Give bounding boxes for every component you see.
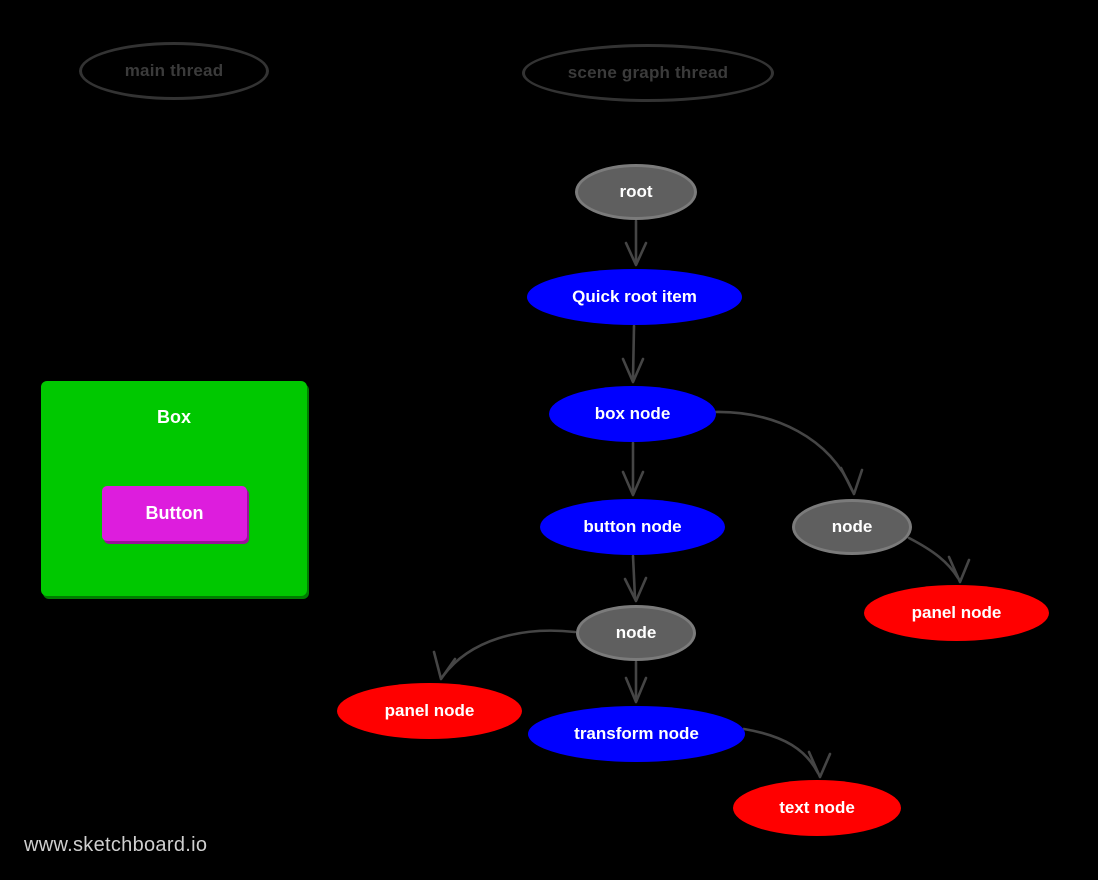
node-panel-node-left-label: panel node: [384, 700, 475, 720]
widget-box-label: Box: [156, 407, 191, 427]
node-root[interactable]: root: [575, 164, 697, 220]
node-box-node[interactable]: box node: [549, 386, 716, 442]
widget-button-label: Button: [145, 503, 204, 523]
node-panel-node-right-label: panel node: [911, 602, 1002, 622]
edge-root-to-quick-root-item: [624, 219, 648, 267]
lane-scene-graph-thread: scene graph thread: [522, 44, 774, 102]
node-root-label: root: [619, 181, 653, 201]
node-quick-root-item-label: Quick root item: [572, 286, 697, 306]
lane-main-thread: main thread: [79, 42, 269, 100]
node-panel-node-right[interactable]: panel node: [864, 585, 1049, 641]
edge-node-middle-to-transform-node: [624, 660, 648, 704]
node-box-node-label: box node: [594, 403, 671, 423]
edge-quick-root-item-to-box-node: [621, 324, 645, 384]
node-transform-node[interactable]: transform node: [528, 706, 745, 762]
edge-node-right-to-panel-node: [907, 536, 971, 584]
node-button-node[interactable]: button node: [540, 499, 725, 555]
node-text-node-label: text node: [779, 797, 855, 817]
lane-scene-graph-thread-label: scene graph thread: [567, 62, 729, 82]
lane-main-thread-label: main thread: [124, 60, 224, 80]
node-node-middle-label: node: [615, 622, 657, 642]
node-button-node-label: button node: [583, 516, 682, 536]
node-transform-node-label: transform node: [574, 723, 699, 743]
widget-button[interactable]: Button: [102, 486, 247, 541]
node-quick-root-item[interactable]: Quick root item: [527, 269, 742, 325]
edge-transform-node-to-text-node: [742, 727, 832, 779]
watermark: www.sketchboard.io: [24, 834, 208, 856]
edge-box-node-to-button-node: [621, 441, 645, 497]
node-node-middle[interactable]: node: [576, 605, 696, 661]
node-node-right-label: node: [831, 516, 873, 536]
node-text-node[interactable]: text node: [733, 780, 901, 836]
edge-box-node-to-node-right: [713, 410, 864, 496]
node-panel-node-left[interactable]: panel node: [337, 683, 522, 739]
edge-button-node-to-node-middle: [623, 554, 648, 603]
node-node-right[interactable]: node: [792, 499, 912, 555]
edge-node-middle-to-panel-node: [432, 629, 577, 681]
